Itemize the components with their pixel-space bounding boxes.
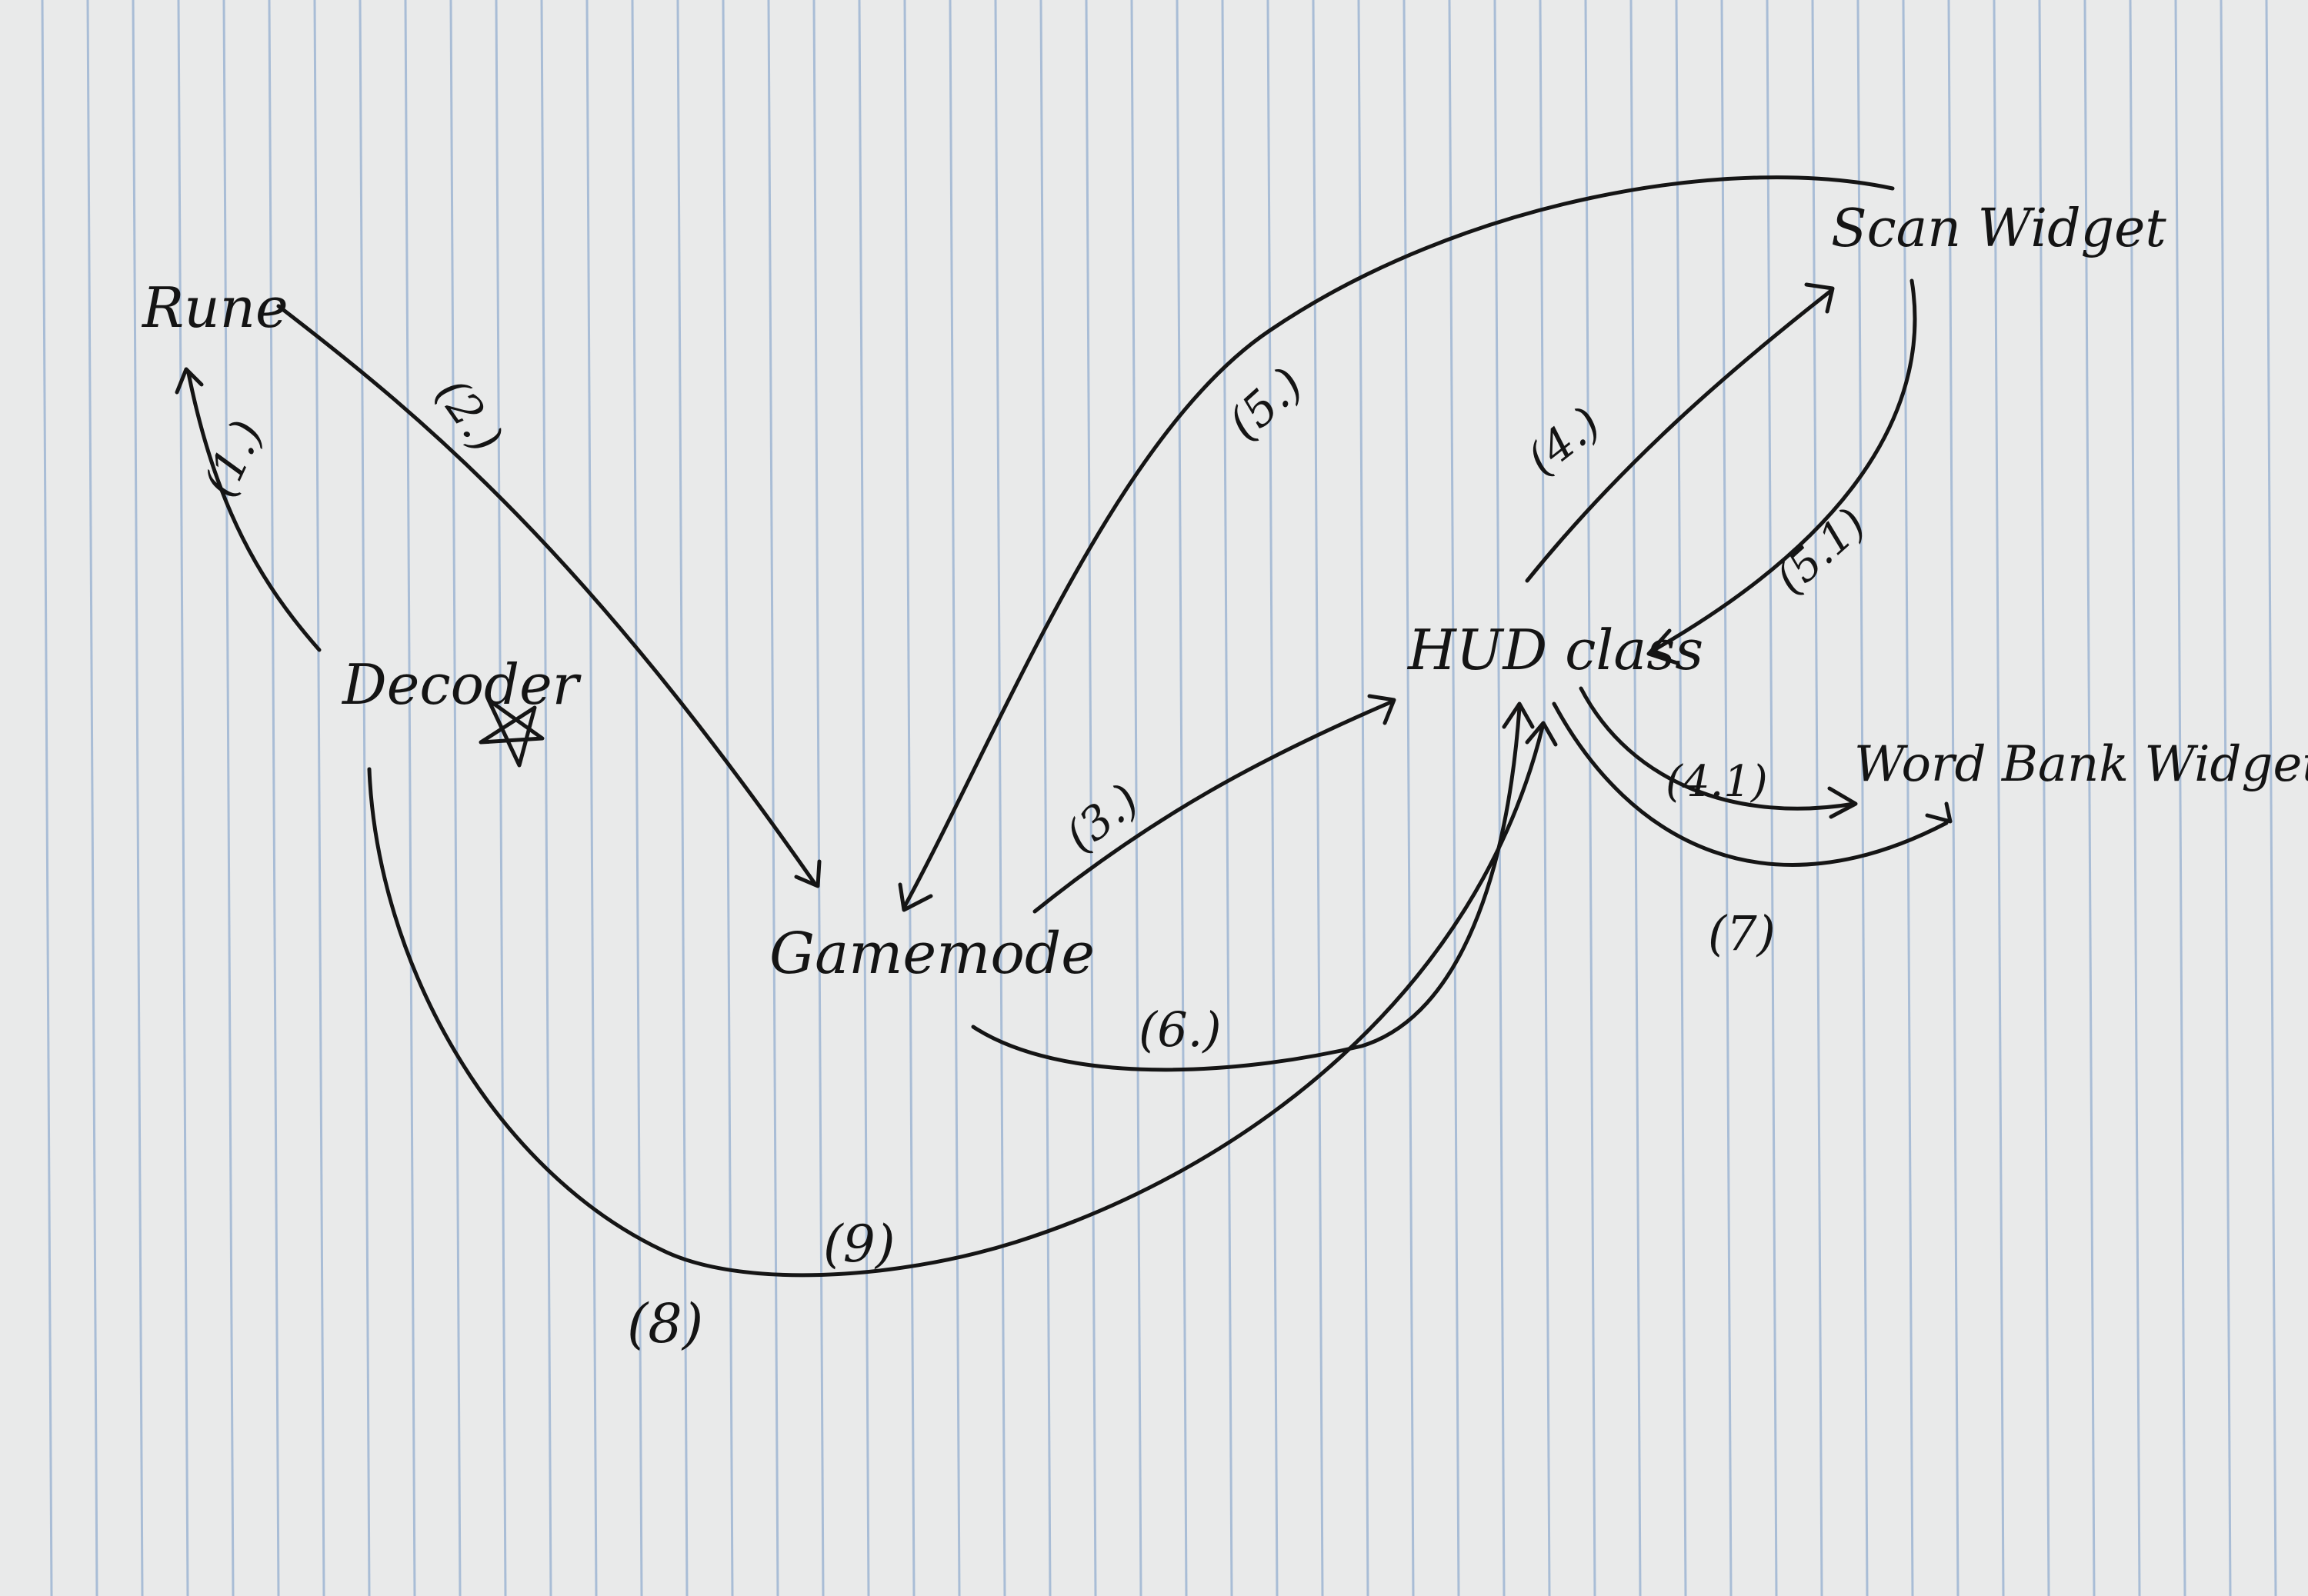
ruled-line <box>1811 0 1823 1596</box>
ruled-line <box>858 0 870 1596</box>
ruled-line <box>313 0 325 1596</box>
ruled-line <box>86 0 98 1596</box>
edge-5-arrow <box>902 175 1895 910</box>
edge-6-arrowhead <box>1502 701 1535 729</box>
edge-label-8: (8) <box>627 1292 703 1355</box>
edge-label-6: (6.) <box>1139 1001 1222 1058</box>
edge-label-9: (9) <box>823 1214 896 1274</box>
ruled-line <box>222 0 235 1596</box>
edge-5-1-arrow <box>1652 278 1917 652</box>
node-gamemode: Gamemode <box>769 921 1095 987</box>
ruled-line <box>2265 0 2277 1596</box>
ruled-line <box>903 0 916 1596</box>
edge-label-4-1: (4.1) <box>1666 757 1768 807</box>
ruled-line <box>268 0 280 1596</box>
edge-8-9-arrow <box>367 725 1545 1278</box>
ruled-line <box>1176 0 1188 1596</box>
star-doodle-icon <box>479 698 545 768</box>
ruled-line <box>2038 0 2050 1596</box>
ruled-line <box>2083 0 2096 1596</box>
edge-4-arrowhead <box>1804 282 1835 314</box>
ruled-line <box>676 0 689 1596</box>
ruled-line <box>1085 0 1097 1596</box>
ruled-line <box>2220 0 2232 1596</box>
ruled-line <box>1902 0 1914 1596</box>
ruled-line <box>949 0 961 1596</box>
ruled-line <box>631 0 643 1596</box>
ruled-line <box>1675 0 1687 1596</box>
ruled-line <box>1584 0 1596 1596</box>
ruled-line <box>404 0 416 1596</box>
ruled-line <box>359 0 371 1596</box>
edge-5-1-arrowhead <box>1646 628 1679 665</box>
ruled-line <box>1221 0 1233 1596</box>
ruled-line <box>132 0 144 1596</box>
edge-5-arrowhead <box>898 882 933 912</box>
node-word-bank-widget: Word Bank Widget <box>1854 736 2308 793</box>
ruled-line <box>2174 0 2186 1596</box>
ruled-line <box>1357 0 1369 1596</box>
ruled-line <box>1448 0 1460 1596</box>
ruled-line <box>2129 0 2141 1596</box>
node-rune: Rune <box>141 275 288 340</box>
node-decoder: Decoder <box>341 652 582 717</box>
ruled-lines <box>41 0 2277 1596</box>
edge-3-arrowhead <box>1367 694 1396 725</box>
ruled-line <box>767 0 779 1596</box>
edge-label-7: (7) <box>1708 905 1776 961</box>
ruled-line <box>1130 0 1142 1596</box>
edge-8-9-arrowhead <box>1525 721 1558 747</box>
ruled-line <box>495 0 507 1596</box>
ruled-line <box>1402 0 1415 1596</box>
diagram-edges <box>175 175 1953 1278</box>
ruled-line <box>1539 0 1551 1596</box>
ruled-line <box>1766 0 1778 1596</box>
ruled-line <box>1493 0 1506 1596</box>
ruled-line <box>585 0 598 1596</box>
edge-2-arrowhead <box>794 859 822 888</box>
ruled-line <box>722 0 734 1596</box>
edge-7-arrowhead <box>1925 801 1953 824</box>
edge-1-arrow <box>186 371 322 652</box>
edge-4-arrow <box>1525 288 1833 583</box>
ruled-line <box>1312 0 1324 1596</box>
ruled-line <box>449 0 462 1596</box>
ruled-line <box>994 0 1006 1596</box>
ruled-line <box>1947 0 1959 1596</box>
diagram-nodes: Rune Decoder Gamemode HUD class Scan Wid… <box>141 198 2308 987</box>
ruled-line <box>1720 0 1733 1596</box>
ruled-line <box>1629 0 1642 1596</box>
edge-3-arrow <box>1032 699 1395 914</box>
ruled-line <box>1266 0 1279 1596</box>
ruled-line <box>1039 0 1052 1596</box>
ruled-line <box>1993 0 2005 1596</box>
edge-4-1-arrowhead <box>1827 786 1858 819</box>
edge-2-arrow <box>276 304 818 887</box>
ruled-line <box>177 0 189 1596</box>
ruled-line <box>540 0 552 1596</box>
edge-7-arrow <box>1552 701 1949 867</box>
edge-4-1-arrow <box>1579 686 1856 811</box>
ruled-line <box>41 0 53 1596</box>
edge-1-arrowhead <box>175 367 204 395</box>
node-hud-class: HUD class <box>1406 618 1703 682</box>
ruled-line <box>812 0 825 1596</box>
node-scan-widget: Scan Widget <box>1831 198 2166 259</box>
ruled-line <box>1856 0 1869 1596</box>
